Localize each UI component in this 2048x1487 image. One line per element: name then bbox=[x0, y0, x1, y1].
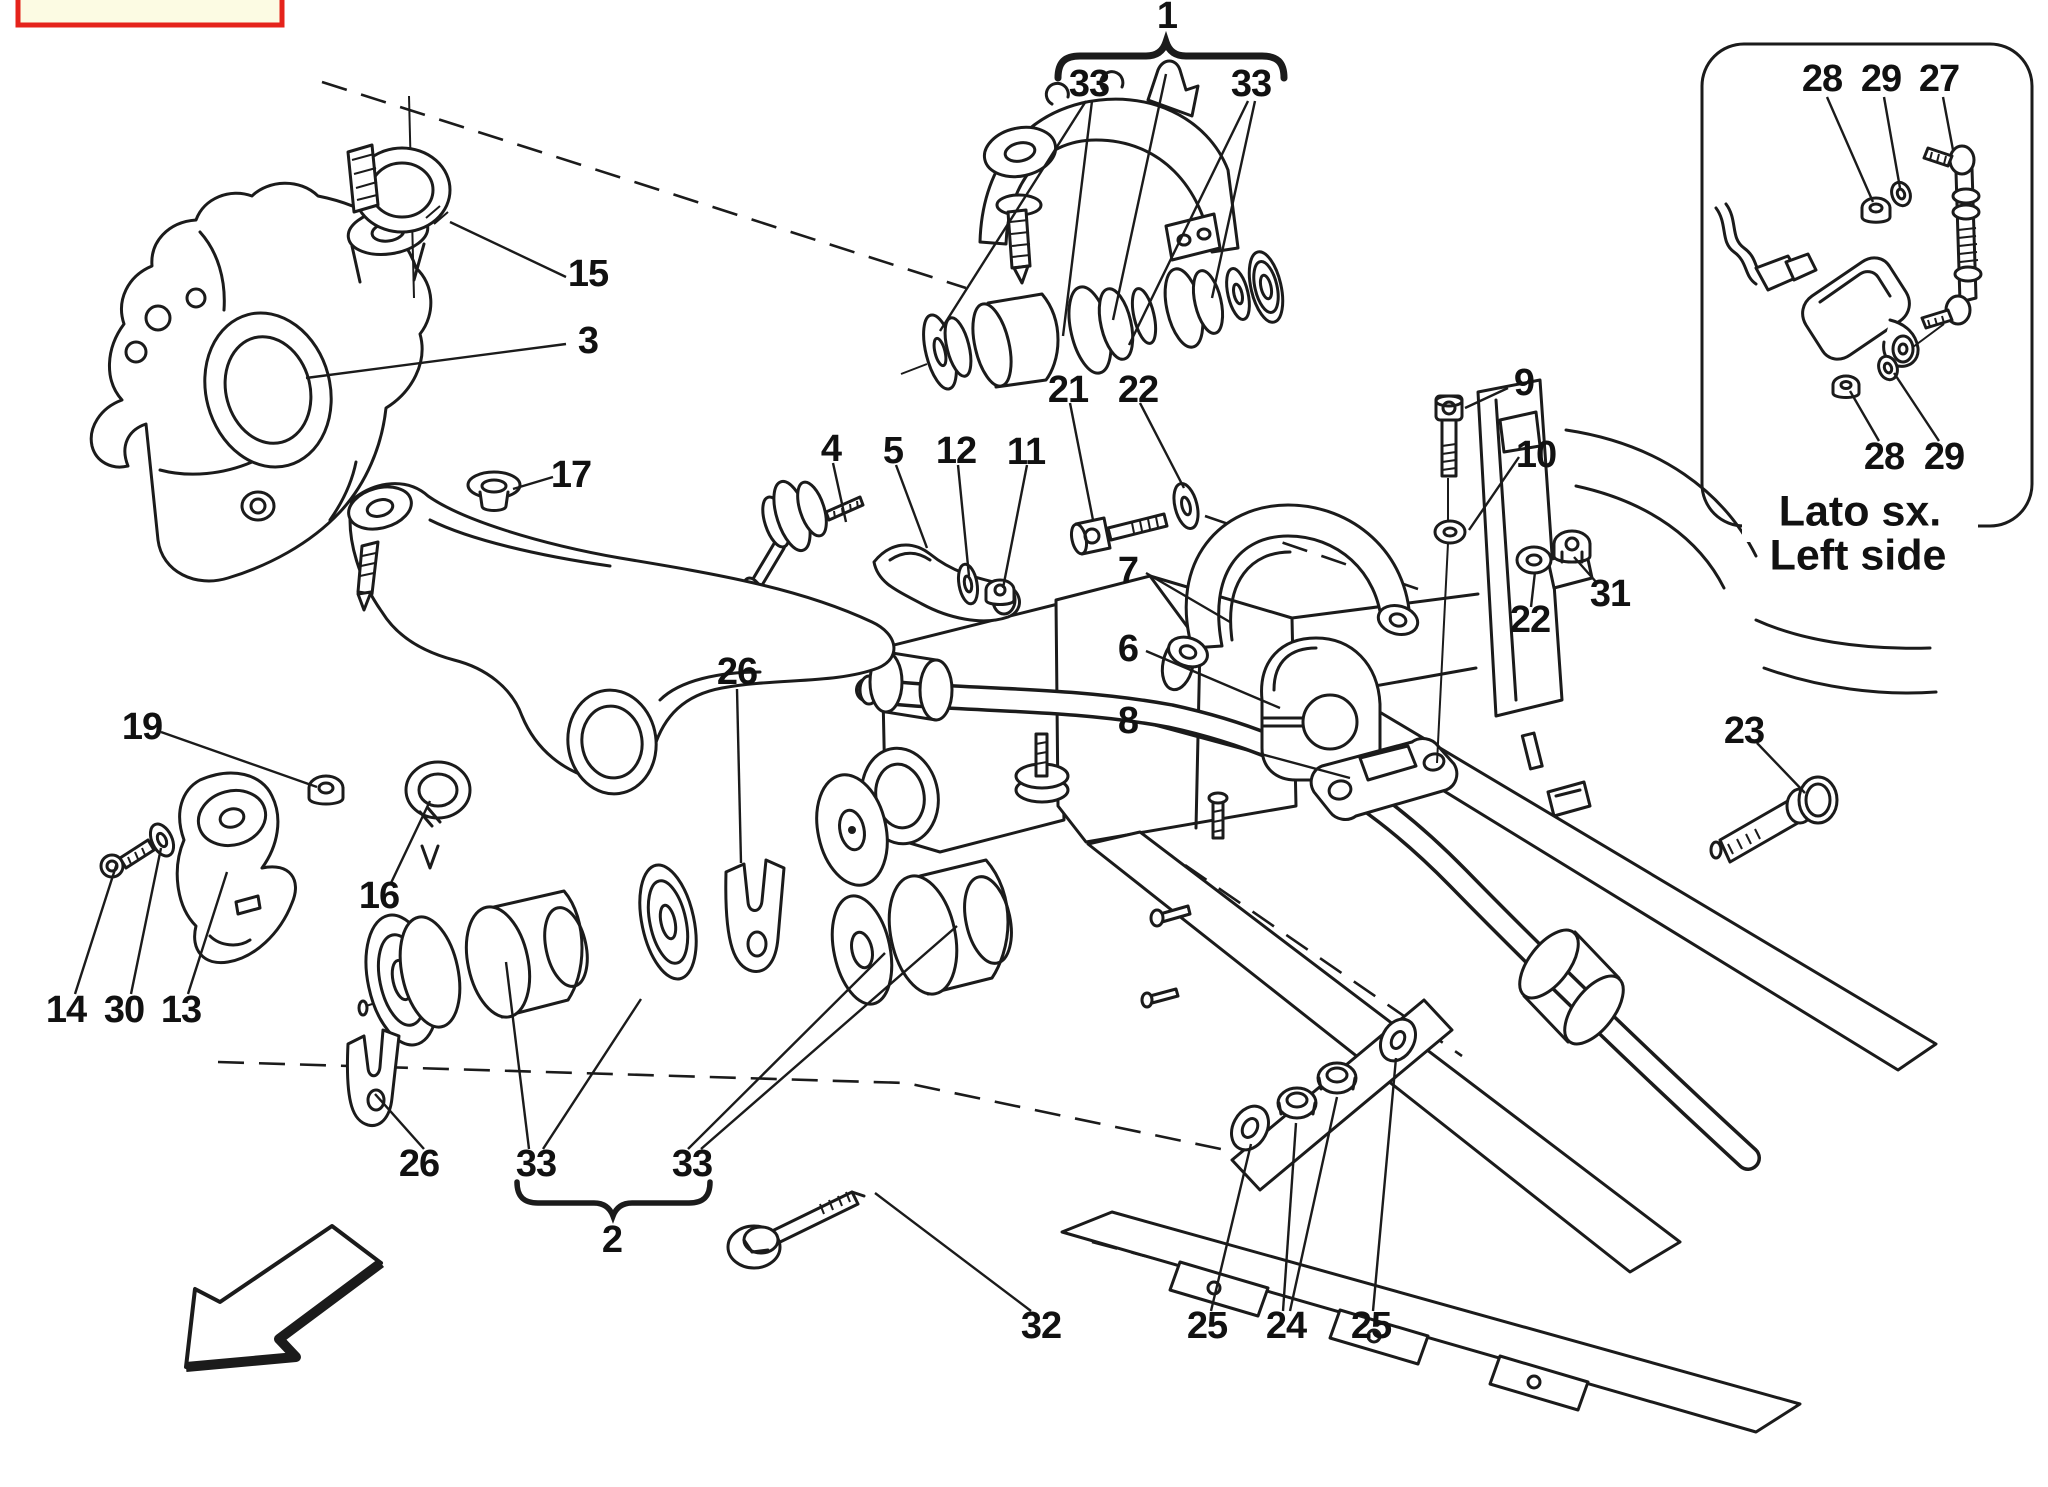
group-bracket-1 bbox=[1054, 30, 1288, 82]
lower-control-arm-group bbox=[345, 482, 1013, 1128]
bolt-21 bbox=[1069, 512, 1169, 556]
washer-12 bbox=[956, 562, 980, 606]
stabilizer-bushing-6 bbox=[1260, 636, 1382, 782]
nut-19 bbox=[307, 774, 345, 806]
stabilizer-bracket-7 bbox=[1167, 503, 1420, 669]
clamp-15 bbox=[346, 95, 452, 299]
heat-shield-13 bbox=[175, 771, 297, 965]
legend-box bbox=[15, 0, 285, 28]
plug-17 bbox=[466, 470, 522, 512]
nut-11 bbox=[984, 578, 1016, 606]
group-bracket-2 bbox=[514, 1179, 713, 1224]
washer-22 bbox=[1172, 482, 1200, 530]
washer-10 bbox=[1433, 519, 1467, 545]
mount-plate-8 bbox=[1309, 737, 1459, 821]
direction-arrow-icon bbox=[184, 1224, 384, 1372]
stabilizer-link-fasteners bbox=[1230, 1017, 1418, 1152]
nut-31 bbox=[1552, 529, 1592, 564]
bolt-14 bbox=[99, 838, 156, 879]
leader-lines bbox=[73, 73, 1955, 1312]
bolt-9 bbox=[1434, 394, 1464, 764]
clamp-16 bbox=[404, 760, 472, 870]
bolt-23 bbox=[1709, 775, 1839, 864]
upper-control-arm-group bbox=[900, 59, 1285, 391]
steering-knuckle bbox=[89, 181, 433, 583]
left-side-inset bbox=[1700, 42, 2034, 542]
washer-22-right bbox=[1515, 545, 1553, 575]
washer-30 bbox=[148, 822, 176, 858]
bolt-32 bbox=[726, 1190, 866, 1270]
